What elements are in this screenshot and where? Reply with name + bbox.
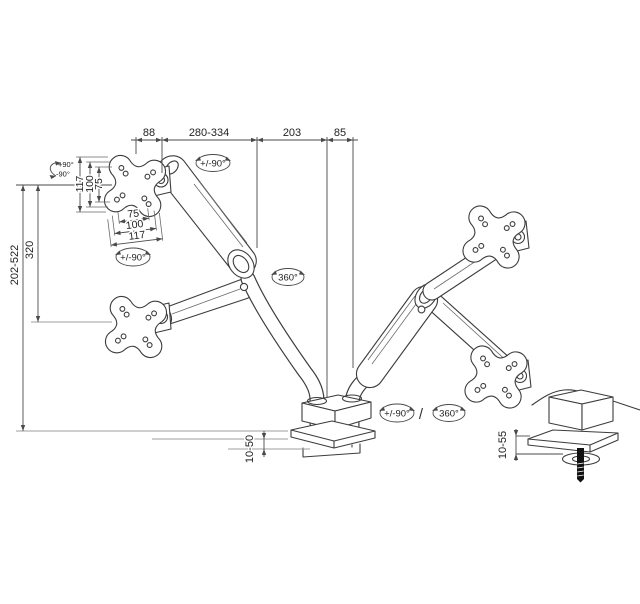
- dim-top-3: 203: [283, 127, 301, 139]
- dim-top-4: 85: [334, 127, 346, 139]
- vesa-dimension-horizontal: 75 100 117: [107, 206, 164, 248]
- dim-vesa-h-100: 100: [125, 218, 144, 232]
- rotation-base-label: 360°: [439, 409, 459, 420]
- swivel-indicator-base: +/-90° / 360°: [379, 403, 466, 423]
- dim-top-2: 280-334: [189, 127, 229, 139]
- grommet-range-dimension: 10-55: [496, 429, 563, 461]
- swivel-plate-label: +/-90°: [120, 253, 146, 264]
- pole-collar-left: [306, 396, 328, 406]
- rotation-elbow-label: 360°: [278, 273, 298, 284]
- monitor-arm-left: [102, 153, 325, 432]
- dim-clamp-range: 10-50: [244, 435, 256, 463]
- clamp-top-plate: [290, 420, 376, 442]
- pole-collar-right: [341, 394, 363, 403]
- vesa-dimension-vertical: 117 100 75: [73, 156, 112, 213]
- dim-vesa-v-117: 117: [74, 175, 86, 192]
- height-dimensions: 202-522 320: [8, 184, 288, 432]
- dim-top-1: 88: [143, 127, 155, 139]
- swivel-indicator-top: +/-90°: [195, 154, 231, 172]
- tilt-up-label: +90°: [58, 160, 74, 169]
- arm-left-spring-arm: [157, 155, 257, 276]
- dim-vesa-h-117: 117: [128, 229, 146, 243]
- grommet-plate: [527, 429, 619, 446]
- grommet-bolt: [577, 448, 584, 483]
- tilt-down-label: -90°: [56, 170, 70, 179]
- rotation-indicator-elbow: 360°: [271, 268, 305, 286]
- arm-left-riser-tube: [240, 271, 325, 432]
- dim-grommet-range: 10-55: [497, 431, 509, 459]
- top-dimension-chain: 88 280-334 203 85: [131, 127, 358, 398]
- dimension-layer: 88 280-334 203 85 202-522 320 117 100 75: [8, 127, 563, 465]
- clamp-range-dimension: 10-50: [152, 431, 310, 465]
- dim-vertical-travel: 320: [24, 241, 36, 259]
- tilt-range-indicator: +90° -90°: [49, 160, 74, 179]
- desk-clamp-base: [290, 394, 376, 458]
- monitor-arm-right: [344, 203, 532, 434]
- dim-vesa-h-75: 75: [127, 207, 140, 220]
- separator-slash: /: [419, 406, 424, 423]
- swivel-indicator-plate: +/-90°: [115, 247, 151, 267]
- arm-left-elbow-joint: [227, 249, 255, 292]
- dim-vesa-v-75: 75: [93, 178, 105, 190]
- grommet-mount-detail: [527, 389, 640, 483]
- swivel-top-label: +/-90°: [200, 159, 226, 170]
- clamp-hook: [302, 443, 361, 458]
- dim-vesa-v-100: 100: [84, 175, 96, 193]
- dim-height-range: 202-522: [9, 245, 21, 285]
- swivel-base-label: +/-90°: [384, 409, 410, 420]
